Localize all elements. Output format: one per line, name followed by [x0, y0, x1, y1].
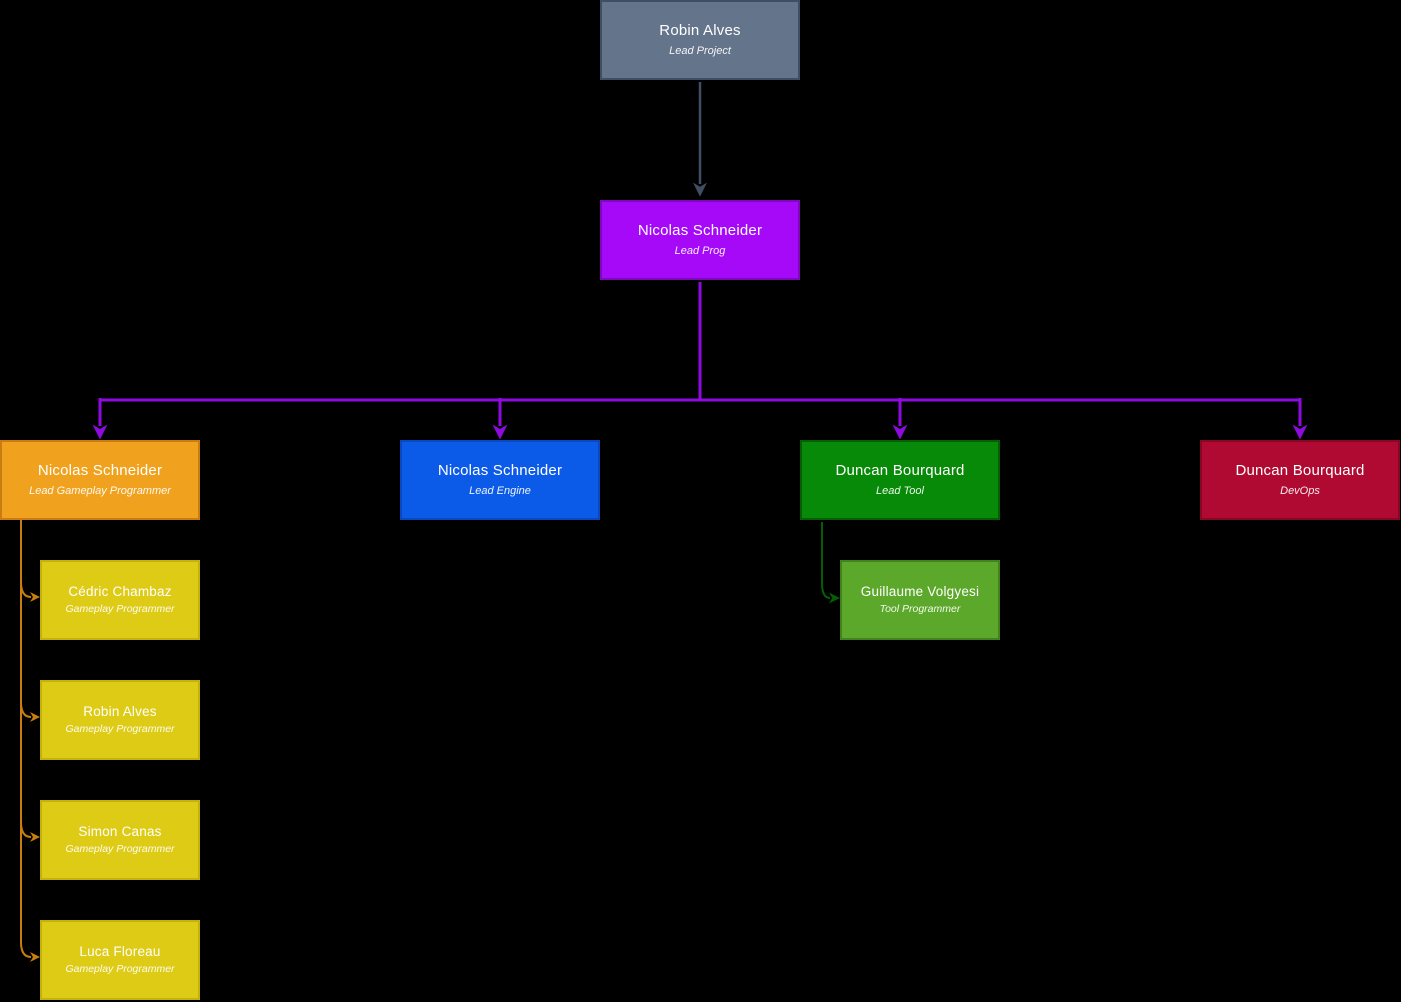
- edge-to-tool-programmer: [821, 522, 840, 604]
- node-name: Duncan Bourquard: [835, 461, 965, 479]
- node-name: Duncan Bourquard: [1235, 461, 1365, 479]
- node-name: Robin Alves: [83, 703, 157, 719]
- node-role: Lead Prog: [674, 244, 726, 257]
- node-lead-project: Robin Alves Lead Project: [600, 0, 800, 80]
- node-lead-gameplay: Nicolas Schneider Lead Gameplay Programm…: [0, 440, 200, 520]
- edge-to-gameplay-4: [20, 941, 40, 962]
- node-lead-engine: Nicolas Schneider Lead Engine: [400, 440, 600, 520]
- node-name: Nicolas Schneider: [437, 461, 563, 479]
- node-gameplay-programmer-1: Cédric Chambaz Gameplay Programmer: [40, 560, 200, 640]
- node-lead-tool: Duncan Bourquard Lead Tool: [800, 440, 1000, 520]
- node-role: Gameplay Programmer: [65, 722, 175, 735]
- node-name: Robin Alves: [659, 21, 741, 39]
- edge-to-gameplay-1: [20, 581, 40, 602]
- node-gameplay-programmer-2: Robin Alves Gameplay Programmer: [40, 680, 200, 760]
- node-role: Lead Gameplay Programmer: [29, 484, 171, 497]
- node-role: Lead Engine: [469, 484, 531, 497]
- node-name: Nicolas Schneider: [37, 461, 163, 479]
- edge-to-gameplay-2: [20, 701, 40, 722]
- node-role: Tool Programmer: [879, 602, 961, 615]
- node-name: Cédric Chambaz: [68, 583, 172, 599]
- node-name: Nicolas Schneider: [637, 221, 763, 239]
- node-role: Lead Tool: [876, 484, 924, 497]
- node-role: Gameplay Programmer: [65, 602, 175, 615]
- node-devops: Duncan Bourquard DevOps: [1200, 440, 1400, 520]
- node-role: Gameplay Programmer: [65, 962, 175, 975]
- node-role: Lead Project: [669, 44, 731, 57]
- node-role: DevOps: [1280, 484, 1320, 497]
- node-lead-prog: Nicolas Schneider Lead Prog: [600, 200, 800, 280]
- edge-to-gameplay-3: [20, 821, 40, 842]
- node-gameplay-programmer-3: Simon Canas Gameplay Programmer: [40, 800, 200, 880]
- node-tool-programmer: Guillaume Volgyesi Tool Programmer: [840, 560, 1000, 640]
- node-name: Simon Canas: [78, 823, 162, 839]
- node-gameplay-programmer-4: Luca Floreau Gameplay Programmer: [40, 920, 200, 1000]
- node-role: Gameplay Programmer: [65, 842, 175, 855]
- node-name: Luca Floreau: [79, 943, 161, 959]
- node-name: Guillaume Volgyesi: [860, 583, 980, 599]
